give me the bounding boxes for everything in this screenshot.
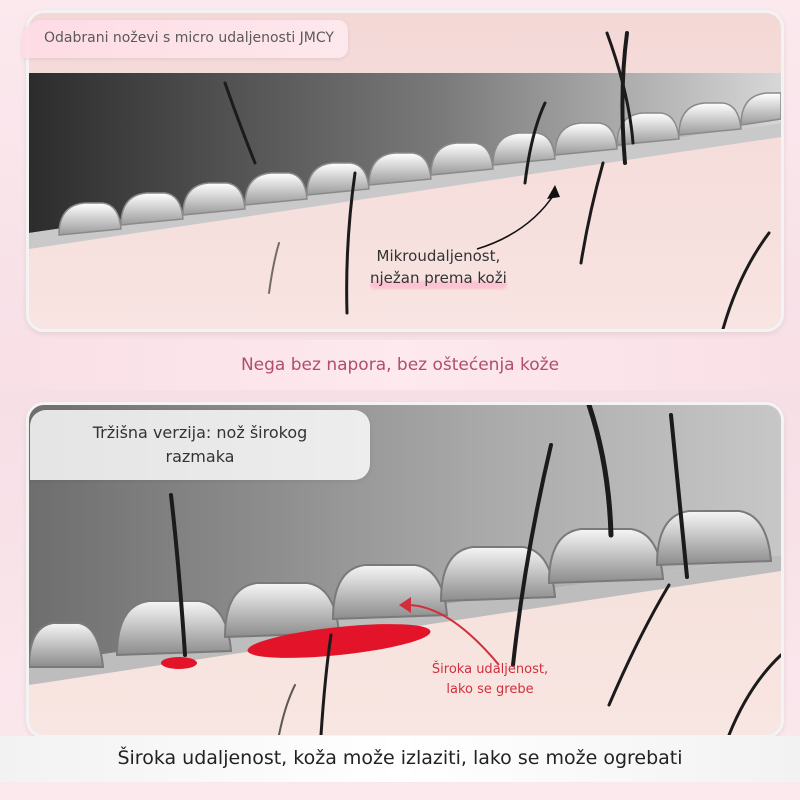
micro-blade-illustration [29,13,781,329]
wide-gap-note-line1: Široka udaljenost, [431,662,549,677]
blade-edge [29,555,781,685]
hair-strands [223,31,771,329]
wide-teeth [29,510,773,668]
middle-banner: Nega bez napora, bez oštećenja kože [0,340,800,390]
wide-blade-caption-line2: razmaka [165,447,235,466]
micro-gap-note-line1: Mikroudaljenost, [376,247,501,265]
blood-smear-small [161,657,197,669]
bottom-banner: Široka udaljenost, koža može izlaziti, l… [0,736,800,782]
arrow-icon [476,192,556,250]
wide-blade-caption-line1: Tržišna verzija: nož širokog [92,423,308,442]
micro-blade-caption: Odabrani noževi s micro udaljenosti JMCY [22,20,348,58]
arrow-head-icon [547,185,560,199]
micro-gap-note: Mikroudaljenost, nježan prema koži [370,245,507,289]
wide-gap-note-line2: lako se grebe [446,682,534,697]
micro-gap-note-line2: nježan prema koži [370,269,507,287]
bottom-banner-text: Široka udaljenost, koža može izlaziti, l… [117,747,683,769]
blood-smear-large [247,624,431,658]
blood-marks [161,624,431,669]
arrow-head-icon [399,597,411,613]
arrow-icon [406,604,500,666]
micro-blade-caption-text: Odabrani noževi s micro udaljenosti JMCY [44,30,334,46]
blade-edge [29,123,781,249]
micro-teeth [58,92,781,236]
middle-banner-text: Nega bez napora, bez oštećenja kože [240,355,560,375]
wide-blade-caption-text: Tržišna verzija: nož širokog razmaka [93,421,308,469]
micro-blade-panel [26,10,784,332]
wide-gap-note: Široka udaljenost, lako se grebe [400,660,580,700]
hair-strands [169,405,781,735]
wide-blade-caption: Tržišna verzija: nož širokog razmaka [30,410,370,480]
note-highlight [370,281,507,289]
micro-gap-note-line2-wrap: nježan prema koži [370,267,507,289]
